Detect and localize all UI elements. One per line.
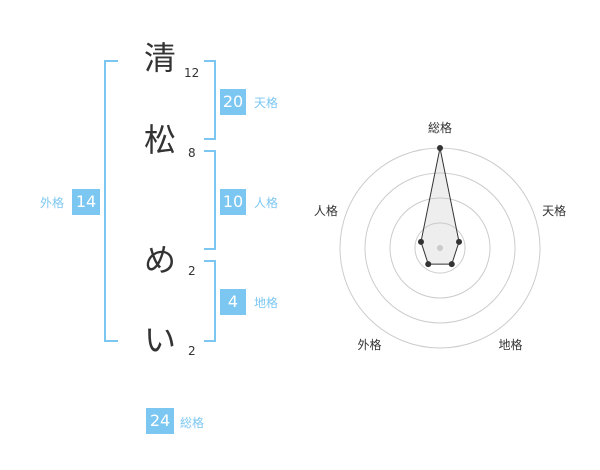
- radar-point-5: [417, 238, 424, 245]
- stroke-count-3: 2: [188, 264, 196, 278]
- radar-center: [437, 245, 443, 251]
- soukaku-value: 24: [146, 408, 174, 434]
- radar-point-1: [437, 145, 443, 151]
- gaikaku-label: 外格: [40, 196, 65, 210]
- tenkaku-bracket: [204, 60, 216, 140]
- radar-axis-label-4: 外格: [357, 337, 381, 352]
- tenkaku-label: 天格: [254, 96, 279, 110]
- radar-axis-label-3: 地格: [499, 337, 523, 352]
- radar-ring-1: [414, 222, 466, 274]
- jinkaku-bracket: [204, 150, 216, 250]
- radar-ring-3: [364, 172, 516, 324]
- radar-point-4: [425, 261, 432, 268]
- jinkaku-value: 10: [220, 189, 246, 215]
- chikaku-bracket: [204, 260, 216, 342]
- tenkaku-value: 20: [220, 89, 246, 115]
- chikaku-label: 地格: [254, 296, 279, 310]
- gaikaku-bracket: [104, 60, 118, 342]
- soukaku-label: 総格: [180, 416, 205, 430]
- name-char-3: め: [143, 241, 176, 279]
- chikaku-value: 4: [220, 289, 246, 315]
- stroke-count-4: 2: [188, 344, 196, 358]
- name-char-1: 清: [143, 39, 176, 77]
- radar-point-3: [448, 261, 455, 268]
- radar-axis-label-2: 天格: [542, 203, 566, 218]
- radar-axis-label-1: 総格: [428, 120, 452, 135]
- jinkaku-label: 人格: [254, 196, 279, 210]
- stroke-count-2: 8: [188, 146, 196, 160]
- radar-ring-2: [389, 197, 491, 299]
- stroke-count-1: 12: [184, 66, 200, 80]
- radar-point-2: [456, 238, 463, 245]
- name-char-2: 松: [143, 121, 176, 159]
- name-char-4: い: [143, 321, 176, 359]
- gaikaku-value: 14: [72, 189, 100, 215]
- radar-axis-label-5: 人格: [314, 203, 338, 218]
- radar-area: [420, 147, 460, 265]
